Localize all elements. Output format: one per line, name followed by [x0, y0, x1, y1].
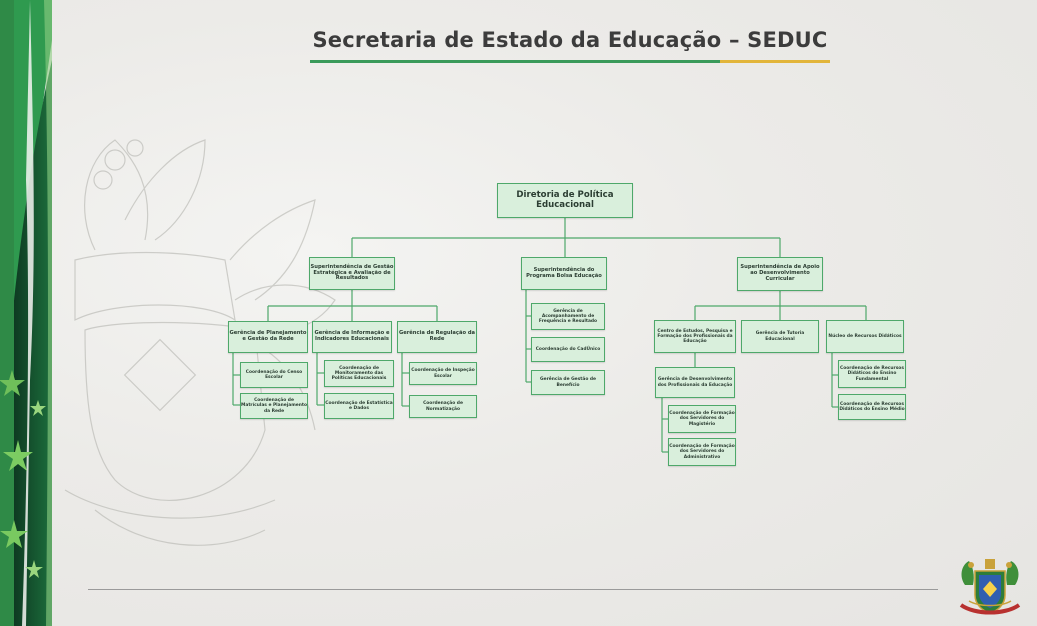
star-icon — [30, 400, 46, 416]
org-box-label: Superintendência do Programa Bolsa Educa… — [526, 266, 602, 279]
org-box-gerencia-acompanhamento: Gerência de Acompanhamento de Frequência… — [531, 303, 605, 330]
org-box-label: Centro de Estudos, Pesquisa e Formação d… — [657, 328, 733, 345]
star-icon — [3, 440, 33, 471]
org-box-label: Coordenação de Normatização — [423, 401, 463, 412]
org-box-label: Gerência de Planejamento e Gestão da Red… — [229, 330, 307, 342]
org-box-diretoria: Diretoria de Política Educacional — [497, 183, 633, 218]
page-title: Secretaria de Estado da Educação – SEDUC — [312, 28, 828, 52]
org-box-label: Núcleo de Recursos Didáticos — [828, 333, 902, 339]
org-box-label: Superintendência de Gestão Estratégica e… — [310, 263, 394, 282]
org-box-coordenacao-administrativo: Coordenação de Formação dos Servidores d… — [668, 438, 736, 466]
org-box-label: Gerência de Acompanhamento de Frequência… — [538, 308, 598, 325]
org-box-gerencia-beneficio: Gerência de Gestão de Benefício — [531, 370, 605, 395]
star-icon — [0, 370, 25, 396]
org-box-coordenacao-matriculas: Coordenação de Matrículas e Planejamento… — [240, 393, 308, 419]
org-box-label: Coordenação de Formação dos Servidores d… — [669, 411, 735, 427]
org-box-label: Diretoria de Política Educacional — [516, 189, 614, 210]
org-box-label: Coordenação de Recursos Didáticos do Ens… — [840, 366, 904, 382]
org-box-label: Coordenação de Estatística e Dados — [325, 400, 393, 411]
org-box-label: Coordenação de Recursos Didáticos do Ens… — [839, 401, 905, 412]
org-box-superintendencia-apoio: Superintendência de Apoio ao Desenvolvim… — [737, 257, 823, 291]
flag-band-decoration — [0, 0, 52, 626]
org-box-label: Gerência de Desenvolvimento dos Profissi… — [657, 377, 733, 388]
org-box-label: Coordenação de Inspeção Escolar — [411, 368, 475, 379]
org-box-coordenacao-cadunico: Coordenação do CadÚnico — [531, 337, 605, 362]
star-icon — [0, 520, 28, 548]
org-box-coordenacao-inspecao: Coordenação de Inspeção Escolar — [409, 362, 477, 385]
org-box-label: Gerência de Tutoria Educacional — [755, 331, 805, 342]
org-box-centro-estudos: Centro de Estudos, Pesquisa e Formação d… — [654, 320, 736, 353]
footer-divider — [88, 589, 938, 590]
title-underline-green — [310, 60, 720, 63]
org-box-coordenacao-medio: Coordenação de Recursos Didáticos do Ens… — [838, 394, 906, 420]
org-box-coordenacao-monitoramento: Coordenação de Monitoramento das Polític… — [324, 360, 394, 387]
org-box-gerencia-planejamento: Gerência de Planejamento e Gestão da Red… — [228, 321, 308, 353]
org-box-label: Coordenação de Matrículas e Planejamento… — [241, 398, 307, 414]
org-box-gerencia-tutoria: Gerência de Tutoria Educacional — [741, 320, 819, 353]
org-box-gerencia-desenvolvimento: Gerência de Desenvolvimento dos Profissi… — [655, 367, 735, 398]
org-box-coordenacao-magisterio: Coordenação de Formação dos Servidores d… — [668, 405, 736, 433]
org-box-gerencia-informacao: Gerência de Informação e Indicadores Edu… — [312, 321, 392, 353]
org-box-superintendencia-bolsa: Superintendência do Programa Bolsa Educa… — [521, 257, 607, 290]
org-box-label: Superintendência de Apoio ao Desenvolvim… — [740, 264, 820, 282]
org-box-label: Gerência de Regulação da Rede — [398, 330, 476, 342]
org-box-coordenacao-censo: Coordenação do Censo Escolar — [240, 362, 308, 388]
org-box-coordenacao-normatizacao: Coordenação de Normatização — [409, 395, 477, 418]
org-box-label: Gerência de Informação e Indicadores Edu… — [314, 330, 390, 342]
star-icon — [25, 560, 43, 578]
org-box-superintendencia-gestao: Superintendência de Gestão Estratégica e… — [309, 257, 395, 290]
coat-of-arms-logo — [959, 559, 1021, 615]
org-box-label: Coordenação do Censo Escolar — [245, 369, 303, 380]
org-box-label: Coordenação do CadÚnico — [535, 346, 601, 352]
org-box-coordenacao-estatistica: Coordenação de Estatística e Dados — [324, 393, 394, 419]
org-box-nucleo-recursos: Núcleo de Recursos Didáticos — [826, 320, 904, 353]
title-underline-yellow — [720, 60, 830, 63]
org-box-label: Coordenação de Formação dos Servidores d… — [669, 444, 735, 460]
org-box-coordenacao-fundamental: Coordenação de Recursos Didáticos do Ens… — [838, 360, 906, 388]
org-box-label: Coordenação de Monitoramento das Polític… — [331, 365, 387, 382]
org-box-gerencia-regulacao: Gerência de Regulação da Rede — [397, 321, 477, 353]
org-box-label: Gerência de Gestão de Benefício — [539, 377, 597, 388]
